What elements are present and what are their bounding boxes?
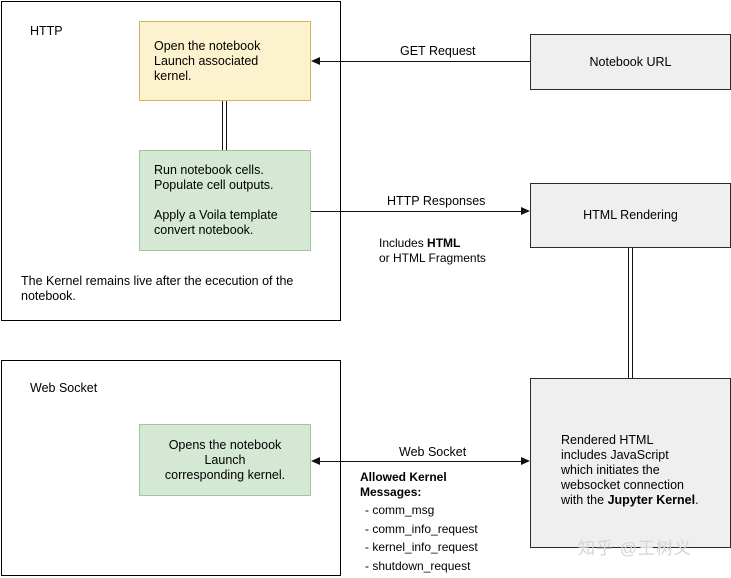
edge-http-responses-sublabel: Includes HTML or HTML Fragments [379,221,529,266]
node-open-notebook[interactable]: Open the notebook Launch associated kern… [139,21,311,101]
node-run-cells-label: Run notebook cells. Populate cell output… [154,163,278,237]
edge-websocket-arrowhead-left [311,457,320,465]
watermark: 知乎 @王树义 [578,539,692,558]
note-kernel-live: The Kernel remains live after the ececut… [21,274,294,303]
node-rendered-html-text-pre: Rendered HTML includes JavaScript which … [561,433,684,507]
edge-get-request-label: GET Request [397,44,479,59]
node-rendered-html-text-bold: Jupyter Kernel [607,493,696,507]
edge-get-request-arrowhead [311,57,320,65]
edge-websocket-arrowhead-right [521,457,530,465]
node-html-rendering-label: HTML Rendering [583,208,678,222]
connector-html-rendering-to-rendered-html [628,248,633,378]
node-notebook-url-label: Notebook URL [589,54,672,69]
node-rendered-html[interactable]: Rendered HTML includes JavaScript which … [530,378,731,548]
allowed-kernel-messages-item-0: - comm_msg [365,503,435,517]
edge-websocket-label: Web Socket [396,445,470,460]
edge-websocket-line [320,461,522,462]
allowed-kernel-messages: Allowed Kernel Messages: - comm_msg - co… [360,470,530,575]
node-opens-notebook-ws[interactable]: Opens the notebook Launch corresponding … [139,424,311,496]
allowed-kernel-messages-item-3: - shutdown_request [365,558,471,573]
edge-includes-post: or HTML Fragments [379,251,486,265]
websocket-panel [1,360,341,576]
node-open-notebook-label: Open the notebook Launch associated kern… [154,38,261,83]
connector-open-to-run [222,101,227,150]
node-rendered-html-text-post: . [695,493,699,507]
node-notebook-url[interactable]: Notebook URL [530,34,731,90]
edge-includes-bold: HTML [427,236,461,250]
edge-get-request-line [320,61,530,62]
node-rendered-html-label: Rendered HTML includes JavaScript which … [531,418,730,508]
edge-http-responses-label: HTTP Responses [384,194,489,209]
node-opens-notebook-ws-label: Opens the notebook Launch corresponding … [164,437,286,482]
http-panel-label: HTTP [30,24,63,38]
allowed-kernel-messages-item-2: - kernel_info_request [365,540,478,554]
edge-http-responses-line [311,211,521,212]
allowed-kernel-messages-title: Allowed Kernel Messages: [360,470,447,499]
edge-http-responses-arrowhead [521,207,530,215]
edge-includes-pre: Includes [379,236,428,250]
http-panel [1,1,341,321]
node-html-rendering[interactable]: HTML Rendering [530,183,731,248]
allowed-kernel-messages-item-1: - comm_info_request [365,521,478,536]
websocket-panel-label: Web Socket [30,381,98,395]
node-run-cells[interactable]: Run notebook cells. Populate cell output… [139,150,311,251]
